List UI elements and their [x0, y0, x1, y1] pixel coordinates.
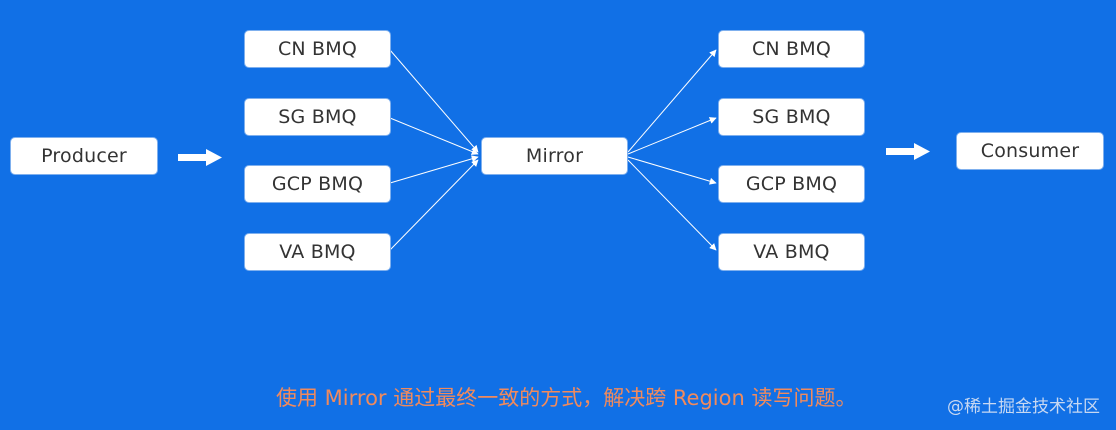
- left-queue-gcp: GCP BMQ: [244, 165, 391, 203]
- left-queue-va: VA BMQ: [244, 233, 391, 271]
- edge-gcp-to-mirror: [389, 155, 479, 184]
- edge-sg-to-mirror: [389, 117, 479, 155]
- consumer-node: Consumer: [956, 132, 1104, 170]
- watermark: @稀土掘金技术社区: [947, 397, 1100, 417]
- edge-cn-to-mirror: [389, 49, 479, 153]
- edge-mirror-to-cn: [627, 49, 717, 153]
- left-queue-cn: CN BMQ: [244, 30, 391, 68]
- edge-mirror-to-gcp: [627, 156, 717, 185]
- right-queue-sg: SG BMQ: [718, 98, 865, 136]
- left-queue-sg: SG BMQ: [244, 98, 391, 136]
- big-arrow-queues-to-consumer: [886, 143, 930, 160]
- diagram-caption: 使用 Mirror 通过最终一致的方式，解决跨 Region 读写问题。: [276, 386, 857, 410]
- edge-mirror-to-va: [627, 159, 717, 251]
- mirror-node: Mirror: [481, 137, 628, 175]
- right-queue-cn: CN BMQ: [718, 30, 865, 68]
- edge-mirror-to-sg: [627, 117, 717, 155]
- edge-va-to-mirror: [389, 159, 479, 251]
- producer-node: Producer: [10, 137, 158, 175]
- right-queue-va: VA BMQ: [718, 233, 865, 271]
- right-queue-gcp: GCP BMQ: [718, 165, 865, 203]
- big-arrow-producer-to-queues: [178, 149, 222, 166]
